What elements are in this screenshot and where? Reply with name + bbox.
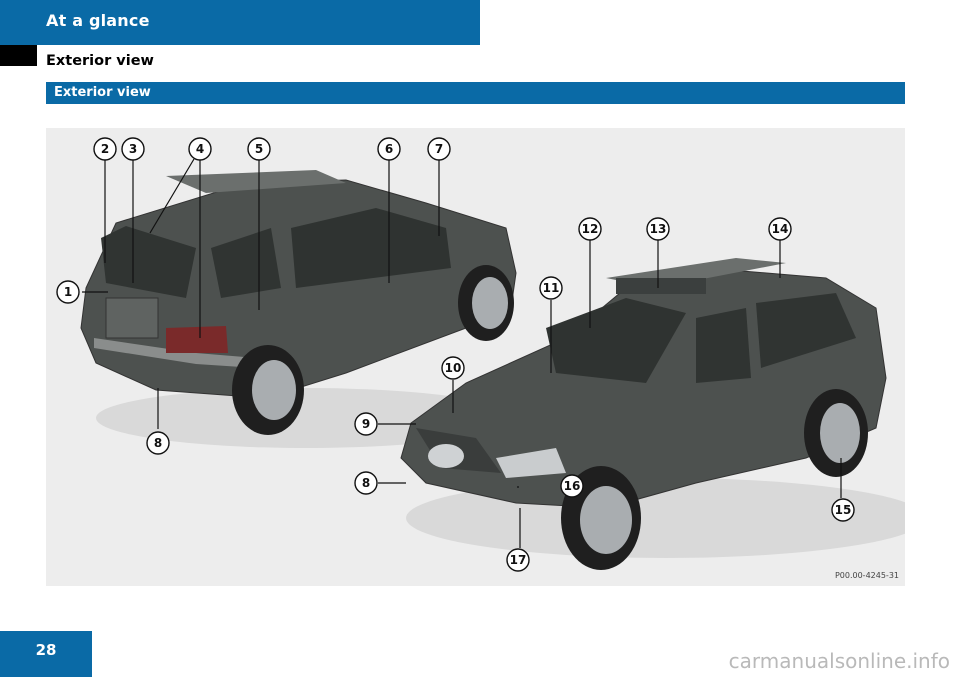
- callout-9: 9: [362, 417, 370, 431]
- subsection-title: Exterior view: [54, 85, 151, 100]
- callout-16: 16: [564, 479, 581, 493]
- callout-12: 12: [582, 222, 599, 236]
- callout-10: 10: [445, 361, 462, 375]
- figure-code: P00.00-4245-31: [834, 571, 899, 580]
- page-number-tab: 28: [0, 631, 92, 677]
- callout-7: 7: [435, 142, 443, 156]
- section-title: Exterior view: [46, 53, 154, 69]
- callout-13: 13: [650, 222, 667, 236]
- callout-15: 15: [835, 503, 852, 517]
- page-number: 28: [35, 641, 57, 659]
- callout-1: 1: [64, 285, 72, 299]
- header-band: At a glance: [0, 0, 480, 45]
- callout-8-front: 8: [362, 476, 370, 490]
- chapter-title: At a glance: [46, 11, 150, 30]
- callout-17: 17: [510, 553, 527, 567]
- callout-14: 14: [772, 222, 789, 236]
- callout-8-rear: 8: [154, 436, 162, 450]
- corner-marker: [0, 45, 37, 66]
- callout-11: 11: [543, 281, 560, 295]
- callout-2: 2: [101, 142, 109, 156]
- exterior-view-figure: 1 2 3 4 5 6 7 8 8 9 10 11 12 13 14 15 16…: [46, 128, 905, 586]
- front-car-drawing: [400, 258, 905, 570]
- callout-3: 3: [129, 142, 137, 156]
- callout-circles: [56, 137, 855, 572]
- watermark: carmanualsonline.info: [728, 649, 950, 673]
- rear-car-drawing: [80, 170, 517, 448]
- callout-leaders: [82, 158, 842, 548]
- subsection-band: Exterior view: [46, 82, 905, 104]
- vehicle-illustration: 1 2 3 4 5 6 7 8 8 9 10 11 12 13 14 15 16…: [56, 137, 905, 572]
- callout-5: 5: [255, 142, 263, 156]
- callout-4: 4: [196, 142, 204, 156]
- callout-numbers: 1 2 3 4 5 6 7 8 8 9 10 11 12 13 14 15 16…: [64, 142, 852, 567]
- callout-6: 6: [385, 142, 393, 156]
